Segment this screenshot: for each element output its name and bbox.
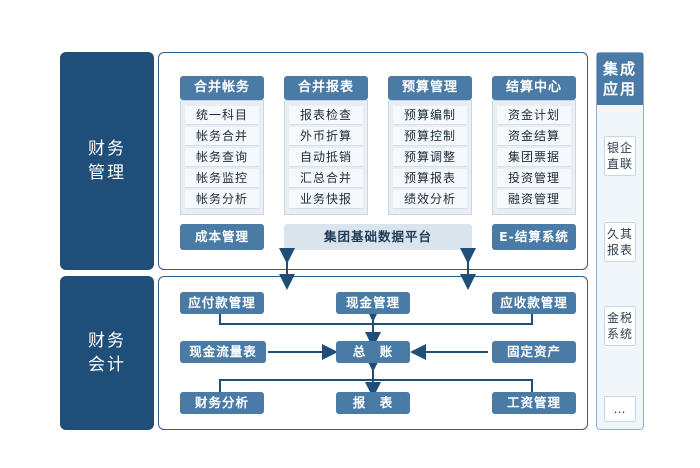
fixed-assets-box: 固定资产	[492, 341, 576, 363]
module-consolidated-accounts: 合并帐务 统一科目 帐务合并 帐务查询 帐务监控 帐务分析	[180, 76, 264, 215]
cost-management-box: 成本管理	[180, 224, 264, 250]
arrow-bottom-bracket	[219, 379, 533, 392]
module-item: 预算调整	[393, 148, 467, 167]
module-item: 投资管理	[497, 169, 571, 188]
module-item: 帐务合并	[185, 127, 259, 146]
module-item: 帐务查询	[185, 148, 259, 167]
golden-tax-system-box: 金税 系统	[604, 306, 636, 346]
general-ledger-box: 总 账	[336, 341, 410, 363]
module-item-list: 预算编制 预算控制 预算调整 预算报表 绩效分析	[388, 100, 472, 215]
integration-title: 集成 应用	[597, 53, 643, 105]
module-item: 报表检查	[289, 106, 363, 125]
module-consolidated-reports: 合并报表 报表检查 外币折算 自动抵销 汇总合并 业务快报	[284, 76, 368, 215]
module-item: 资金结算	[497, 127, 571, 146]
module-item: 预算编制	[393, 106, 467, 125]
module-item: 帐务分析	[185, 190, 259, 209]
module-item: 融资管理	[497, 190, 571, 209]
module-item: 自动抵销	[289, 148, 363, 167]
module-title: 预算管理	[388, 76, 472, 100]
module-item: 预算报表	[393, 169, 467, 188]
arrow-top-bracket	[219, 314, 533, 325]
accounts-payable-box: 应付款管理	[180, 292, 264, 314]
financial-analysis-box: 财务分析	[180, 392, 264, 414]
module-item-list: 报表检查 外币折算 自动抵销 汇总合并 业务快报	[284, 100, 368, 215]
section-label-accounting: 财务 会计	[60, 276, 154, 430]
module-item: 汇总合并	[289, 169, 363, 188]
module-item: 业务快报	[289, 190, 363, 209]
module-item: 统一科目	[185, 106, 259, 125]
cash-management-box: 现金管理	[336, 292, 410, 314]
jiuqi-report-box: 久其 报表	[604, 222, 636, 262]
section-label-management-text: 财务 管理	[88, 139, 126, 183]
cashflow-statement-box: 现金流量表	[180, 341, 266, 363]
reports-box: 报 表	[336, 392, 410, 414]
module-title: 合并帐务	[180, 76, 264, 100]
module-item: 预算控制	[393, 127, 467, 146]
module-title: 结算中心	[492, 76, 576, 100]
module-item: 外币折算	[289, 127, 363, 146]
module-title: 合并报表	[284, 76, 368, 100]
payroll-management-box: 工资管理	[492, 392, 576, 414]
section-label-accounting-text: 财务 会计	[88, 331, 126, 375]
module-settlement-center: 结算中心 资金计划 资金结算 集团票据 投资管理 融资管理	[492, 76, 576, 215]
e-settlement-box: E-结算系统	[492, 224, 576, 250]
section-label-management: 财务 管理	[60, 52, 154, 270]
module-item-list: 资金计划 资金结算 集团票据 投资管理 融资管理	[492, 100, 576, 215]
bank-enterprise-link-box: 银企 直联	[604, 136, 636, 176]
module-item: 绩效分析	[393, 190, 467, 209]
module-item: 集团票据	[497, 148, 571, 167]
group-data-platform-box: 集团基础数据平台	[284, 224, 472, 250]
module-item-list: 统一科目 帐务合并 帐务查询 帐务监控 帐务分析	[180, 100, 264, 215]
module-item: 资金计划	[497, 106, 571, 125]
accounts-receivable-box: 应收款管理	[492, 292, 576, 314]
module-budget-management: 预算管理 预算编制 预算控制 预算调整 预算报表 绩效分析	[388, 76, 472, 215]
module-item: 帐务监控	[185, 169, 259, 188]
more-items-box: …	[604, 396, 636, 422]
